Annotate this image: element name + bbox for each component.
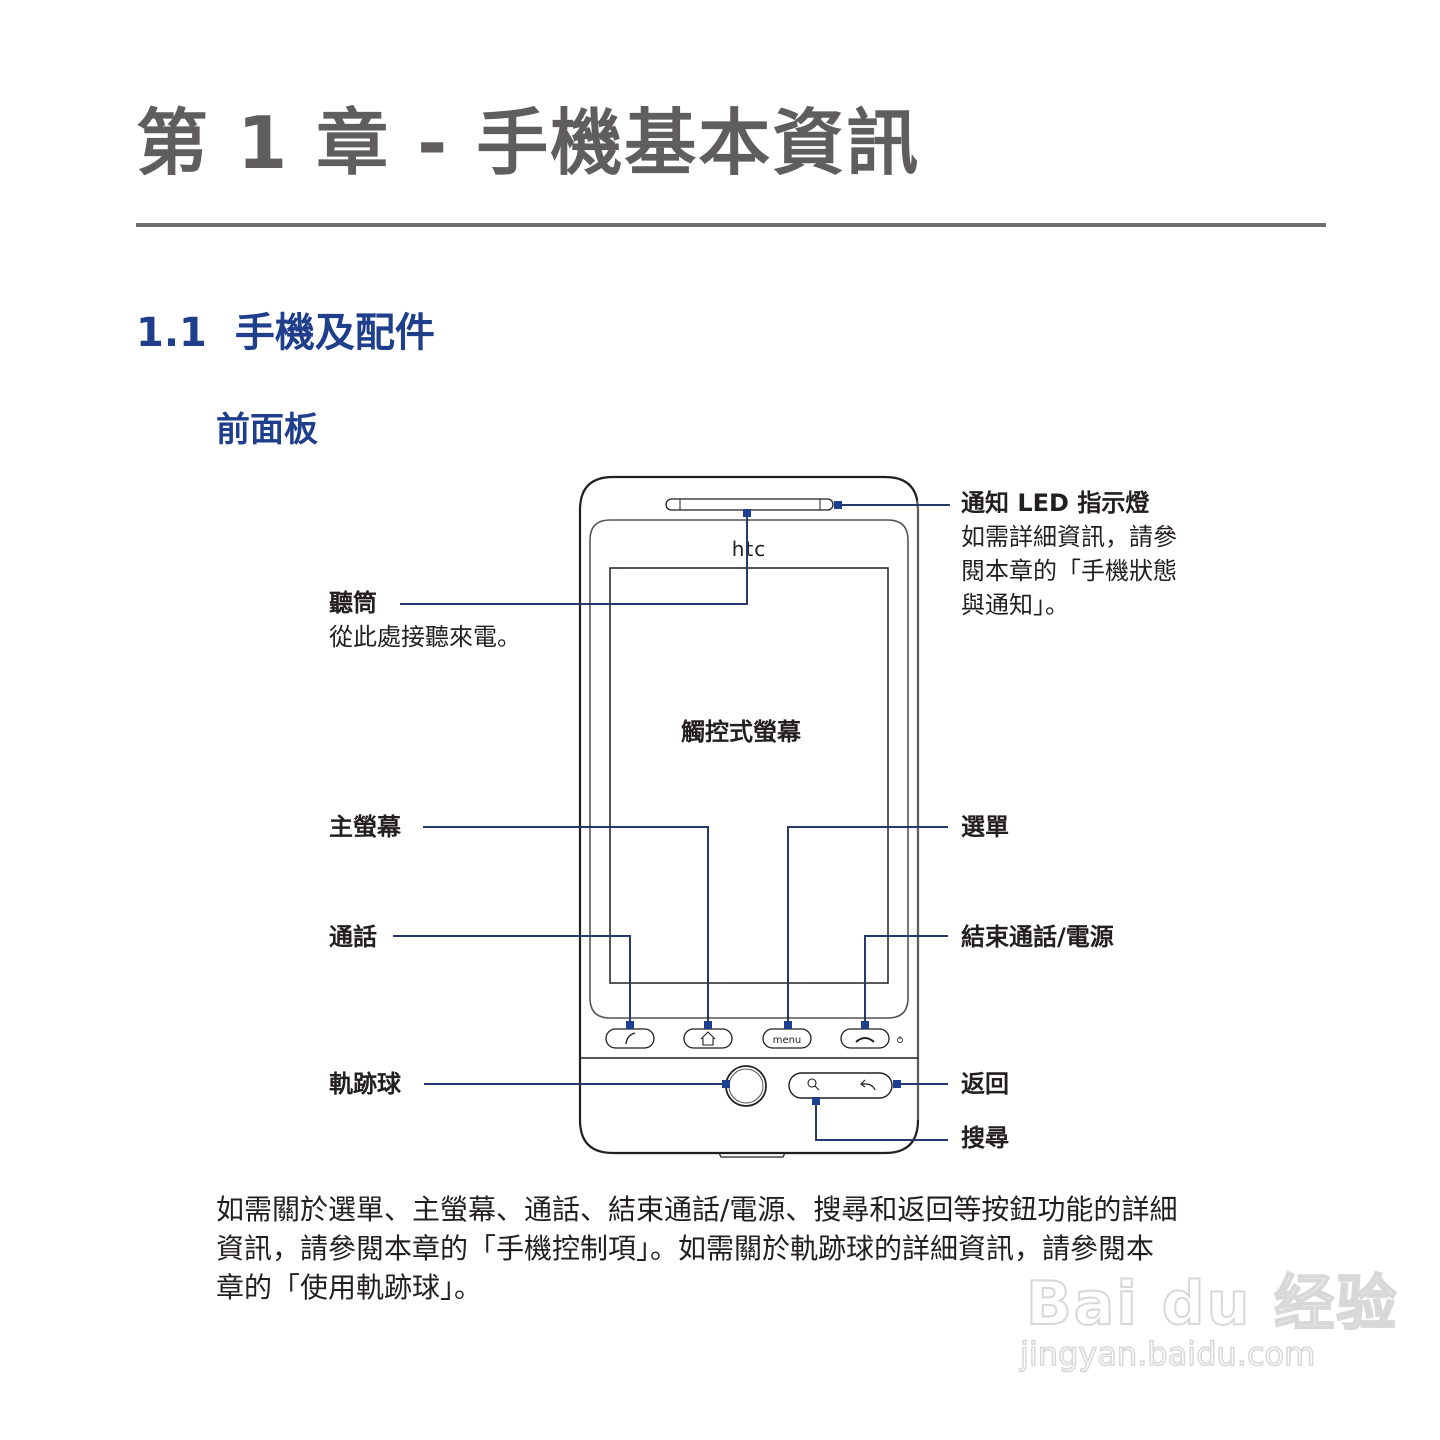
home-icon	[700, 1031, 716, 1046]
chapter-title: 第 1 章 - 手機基本資訊	[136, 101, 921, 185]
callout-earpiece-label: 聽筒	[329, 589, 377, 617]
phone-body	[578, 475, 920, 1158]
section-heading: 1.1 手機及配件	[136, 300, 435, 358]
callout-menu-label: 選單	[961, 813, 1009, 841]
menu-key-label: menu	[773, 1035, 802, 1046]
callout-home: 主螢幕	[329, 810, 401, 844]
search-back-key[interactable]	[788, 1072, 893, 1099]
trackball[interactable]	[725, 1065, 767, 1107]
callout-end-call-power: 結束通話/電源	[961, 920, 1114, 954]
callout-notification-led-desc-line: 閱本章的「手機狀態	[961, 557, 1177, 585]
htc-logo: htc	[732, 537, 767, 561]
callout-back: 返回	[961, 1067, 1009, 1101]
callout-search-label: 搜尋	[961, 1124, 1009, 1152]
callout-talk-label: 通話	[329, 923, 377, 951]
body-line: 資訊，請參閱本章的「手機控制項」。如需關於軌跡球的詳細資訊，請參閱本	[216, 1232, 1155, 1265]
callout-notification-led-desc-line: 如需詳細資訊，請參	[961, 523, 1177, 551]
home-key[interactable]	[683, 1028, 733, 1049]
touch-screen-label: 觸控式螢幕	[681, 718, 801, 746]
end-call-power-key[interactable]	[840, 1028, 890, 1049]
callout-notification-led: 通知 LED 指示燈 如需詳細資訊，請參 閱本章的「手機狀態 與通知」。	[961, 486, 1177, 622]
talk-key[interactable]	[605, 1028, 655, 1049]
search-icon	[807, 1078, 820, 1091]
phone-handset-icon	[625, 1032, 636, 1045]
menu-key[interactable]: menu	[762, 1028, 812, 1049]
subsection-heading: 前面板	[216, 410, 318, 450]
section-number: 1.1	[136, 310, 207, 356]
body-line: 章的「使用軌跡球」。	[216, 1271, 483, 1304]
callout-end-call-power-label: 結束通話/電源	[961, 923, 1114, 951]
callout-talk: 通話	[329, 920, 377, 954]
back-arrow-icon	[860, 1079, 876, 1091]
callout-trackball: 軌跡球	[329, 1067, 401, 1101]
section-title-text: 手機及配件	[234, 310, 435, 356]
power-icon	[897, 1036, 904, 1044]
callout-menu: 選單	[961, 810, 1009, 844]
chapter-divider	[136, 223, 1326, 227]
body-paragraph: 如需關於選單、主螢幕、通話、結束通話/電源、搜尋和返回等按鈕功能的詳細 資訊，請…	[216, 1190, 1336, 1307]
callout-home-label: 主螢幕	[329, 813, 401, 841]
leader-lines	[393, 504, 950, 1141]
callout-earpiece: 聽筒 從此處接聽來電。	[329, 586, 521, 654]
body-line: 如需關於選單、主螢幕、通話、結束通話/電源、搜尋和返回等按鈕功能的詳細	[216, 1193, 1178, 1226]
callout-trackball-label: 軌跡球	[329, 1070, 401, 1098]
callout-back-label: 返回	[961, 1070, 1009, 1098]
callout-earpiece-description: 從此處接聽來電。	[329, 623, 521, 651]
callout-notification-led-label: 通知 LED 指示燈	[961, 489, 1150, 517]
leader-markers	[626, 501, 901, 1105]
callout-search: 搜尋	[961, 1121, 1009, 1155]
end-call-icon	[855, 1037, 875, 1043]
callout-notification-led-desc-line: 與通知」。	[961, 591, 1069, 619]
